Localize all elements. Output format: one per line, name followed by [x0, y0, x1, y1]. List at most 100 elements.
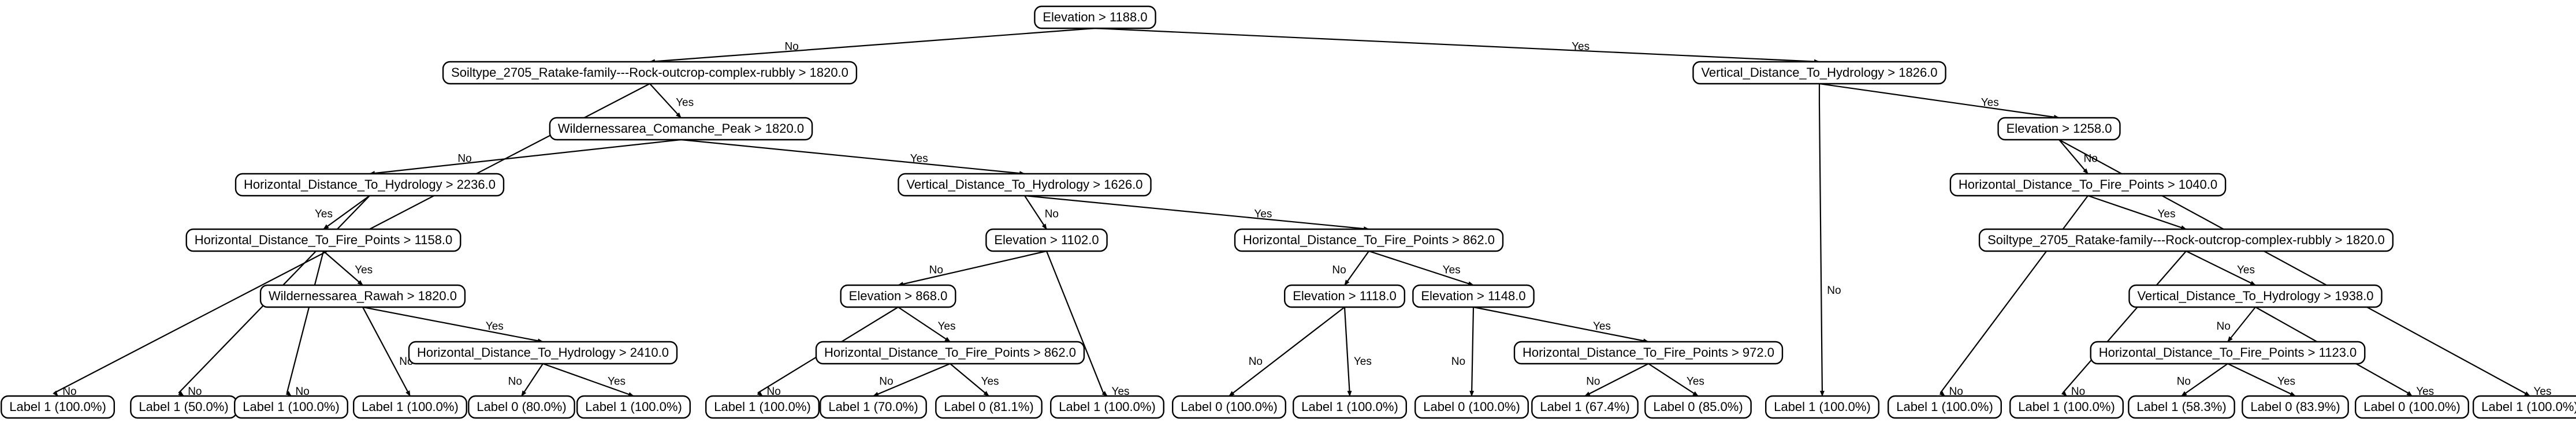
- edge-label-no: No: [2217, 320, 2231, 333]
- edge-arrow: [1818, 84, 1825, 397]
- edge-arrow: [680, 139, 1025, 176]
- split-condition-label: Horizontal_Distance_To_Fire_Points > 862…: [824, 345, 1076, 360]
- edge-arrow: [1473, 306, 1649, 343]
- edge-label-no: No: [1332, 264, 1346, 276]
- edge-arrow: [178, 195, 370, 397]
- leaf-label: Label 0 (100.0%): [2363, 399, 2460, 414]
- edge-arrow: [2058, 139, 2089, 174]
- decision-node: Elevation > 1188.0: [1034, 5, 1156, 29]
- leaf-label: Label 1 (100.0%): [1059, 399, 1156, 414]
- edge-arrow: [1469, 307, 1475, 397]
- node-box: [549, 117, 813, 141]
- edge-arrow: [285, 251, 325, 397]
- edge-arrow: [2186, 251, 2256, 286]
- node-box: [1644, 395, 1752, 419]
- leaf-node: Label 1 (58.3%): [2128, 395, 2235, 419]
- node-box: [898, 173, 1152, 197]
- split-condition-label: Soiltype_2705_Ratake-family---Rock-outcr…: [1987, 233, 2385, 247]
- node-box: [1412, 284, 1535, 308]
- leaf-node: Label 1 (100.0%): [2473, 395, 2576, 419]
- decision-node: Horizontal_Distance_To_Fire_Points > 862…: [815, 341, 1085, 365]
- decision-node: Horizontal_Distance_To_Fire_Points > 104…: [1949, 173, 2227, 197]
- decision-node: Horizontal_Distance_To_Hydrology > 2410.…: [408, 341, 678, 365]
- edge-arrow: [2181, 363, 2228, 397]
- leaf-node: Label 0 (81.1%): [935, 395, 1043, 419]
- split-condition-label: Vertical_Distance_To_Hydrology > 1826.0: [1701, 65, 1937, 80]
- decision-node: Elevation > 1118.0: [1283, 284, 1406, 308]
- node-box: [840, 284, 956, 308]
- edge-label-yes: Yes: [486, 320, 504, 333]
- node-box: [2242, 395, 2349, 419]
- edge-arrow: [323, 195, 370, 230]
- leaf-node: Label 0 (100.0%): [2355, 395, 2469, 419]
- edge-arrow: [898, 250, 1047, 286]
- leaf-node: Label 1 (100.0%): [1765, 395, 1879, 419]
- edge-arrow: [1648, 363, 1699, 397]
- decision-node: Horizontal_Distance_To_Fire_Points > 862…: [1234, 228, 1504, 252]
- edge-label-no: No: [296, 386, 310, 398]
- leaf-node: Label 1 (100.0%): [234, 395, 348, 419]
- node-box: [234, 395, 348, 419]
- decision-node: Soiltype_2705_Ratake-family---Rock-outcr…: [1978, 228, 2394, 252]
- leaf-label: Label 1 (50.0%): [139, 399, 228, 414]
- leaf-node: Label 0 (83.9%): [2242, 395, 2349, 419]
- leaf-node: Label 1 (100.0%): [576, 395, 691, 419]
- decision-node: Elevation > 868.0: [840, 284, 956, 308]
- edge-arrow: [542, 363, 634, 397]
- edge-label-yes: Yes: [355, 264, 373, 276]
- edge-label-yes: Yes: [1443, 264, 1461, 276]
- node-box: [1949, 173, 2227, 197]
- leaf-label: Label 1 (100.0%): [1896, 399, 1993, 414]
- leaf-node: Label 1 (100.0%): [1050, 395, 1164, 419]
- edge-arrow: [649, 27, 1096, 64]
- edge-arrow: [362, 307, 411, 397]
- decision-node: Wildernessarea_Comanche_Peak > 1820.0: [549, 117, 813, 141]
- split-condition-label: Elevation > 1258.0: [2007, 121, 2112, 136]
- edge-arrow: [898, 307, 951, 342]
- edge-arrow: [2061, 251, 2187, 397]
- leaf-label: Label 0 (85.0%): [1653, 399, 1743, 414]
- leaf-node: Label 1 (100.0%): [2009, 395, 2124, 419]
- edge-arrow: [757, 307, 899, 397]
- node-box: [1513, 341, 1784, 365]
- edge-label-no: No: [2071, 386, 2085, 398]
- node-box: [576, 395, 691, 419]
- node-box: [1531, 395, 1639, 419]
- node-box: [442, 61, 858, 85]
- edge-arrow: [1024, 195, 1047, 230]
- edge-label-no: No: [2177, 375, 2191, 387]
- edge-label-no: No: [1249, 356, 1263, 368]
- edge-label-yes: Yes: [2237, 264, 2255, 276]
- edge-arrow: [1344, 251, 1369, 286]
- edge-label-no: No: [879, 375, 893, 387]
- edge-arrow: [2227, 363, 2296, 397]
- edge-arrow: [1939, 195, 2089, 397]
- edge-label-no: No: [1045, 208, 1059, 221]
- edge-label-yes: Yes: [1354, 356, 1372, 368]
- split-condition-label: Elevation > 1118.0: [1293, 289, 1397, 303]
- node-box: [1293, 395, 1407, 419]
- edge-label-yes: Yes: [315, 208, 333, 221]
- node-box: [1765, 395, 1879, 419]
- leaf-node: Label 1 (100.0%): [1293, 395, 1407, 419]
- edge-arrow: [2087, 195, 2187, 230]
- edge-label-yes: Yes: [2277, 375, 2295, 387]
- decision-node: Vertical_Distance_To_Hydrology > 1938.0: [2128, 284, 2383, 308]
- leaf-label: Label 1 (100.0%): [714, 399, 811, 414]
- edge-arrow: [1024, 195, 1369, 231]
- node-box: [1283, 284, 1406, 308]
- edge-label-yes: Yes: [1254, 208, 1272, 221]
- node-box: [935, 395, 1043, 419]
- edge-label-no: No: [62, 386, 76, 398]
- split-condition-label: Horizontal_Distance_To_Fire_Points > 115…: [195, 233, 453, 247]
- split-condition-label: Elevation > 1148.0: [1421, 289, 1525, 303]
- decision-node: Elevation > 1258.0: [1997, 117, 2121, 141]
- split-condition-label: Horizontal_Distance_To_Fire_Points > 104…: [1959, 177, 2217, 192]
- edge-label-no: No: [457, 152, 471, 165]
- edge-label-yes: Yes: [1981, 96, 1999, 109]
- leaf-node: Label 1 (50.0%): [130, 395, 237, 419]
- node-box: [2355, 395, 2469, 419]
- node-box: [820, 395, 927, 419]
- decision-node: Elevation > 1148.0: [1412, 284, 1535, 308]
- edge-label-yes: Yes: [1112, 386, 1130, 398]
